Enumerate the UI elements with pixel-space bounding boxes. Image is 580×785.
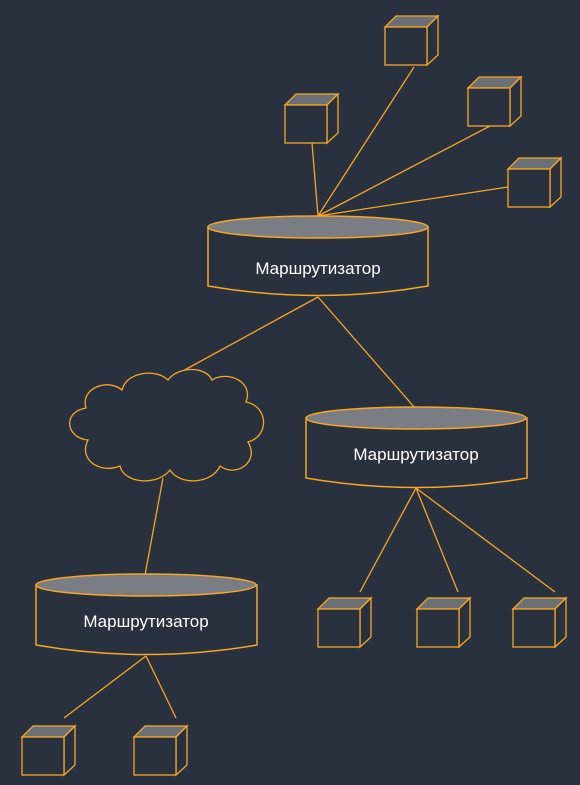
link-cloud-bottom-router	[144, 477, 164, 576]
host-box	[383, 14, 440, 67]
router-label: Маршрутизатор	[353, 445, 478, 464]
link-top-router-host-1	[311, 142, 319, 217]
host-box	[511, 596, 568, 649]
router-label: Маршрутизатор	[255, 259, 380, 278]
router-label: Маршрутизатор	[83, 612, 208, 631]
link-top-router-right-router	[317, 296, 416, 409]
host-box	[466, 75, 523, 128]
connections	[63, 66, 556, 719]
host-box	[316, 596, 373, 649]
host-box	[506, 156, 563, 209]
link-top-router-host-4	[317, 186, 509, 217]
host-box	[415, 596, 472, 649]
link-top-router-host-3	[317, 125, 491, 217]
host-box	[20, 724, 77, 777]
host-box	[132, 724, 189, 777]
link-bottom-router-host-1	[63, 655, 147, 719]
link-right-router-host-1	[359, 487, 417, 593]
cloud-icon	[69, 368, 265, 482]
router-right: Маршрутизатор	[305, 406, 528, 489]
link-bottom-router-host-2	[145, 655, 177, 719]
link-right-router-host-2	[415, 487, 459, 593]
host-box	[283, 92, 340, 145]
router-bottom: Маршрутизатор	[35, 573, 258, 656]
link-right-router-host-3	[415, 487, 556, 593]
router-top: Маршрутизатор	[207, 215, 429, 297]
link-top-router-host-2	[317, 66, 415, 217]
link-top-router-cloud	[169, 296, 319, 379]
